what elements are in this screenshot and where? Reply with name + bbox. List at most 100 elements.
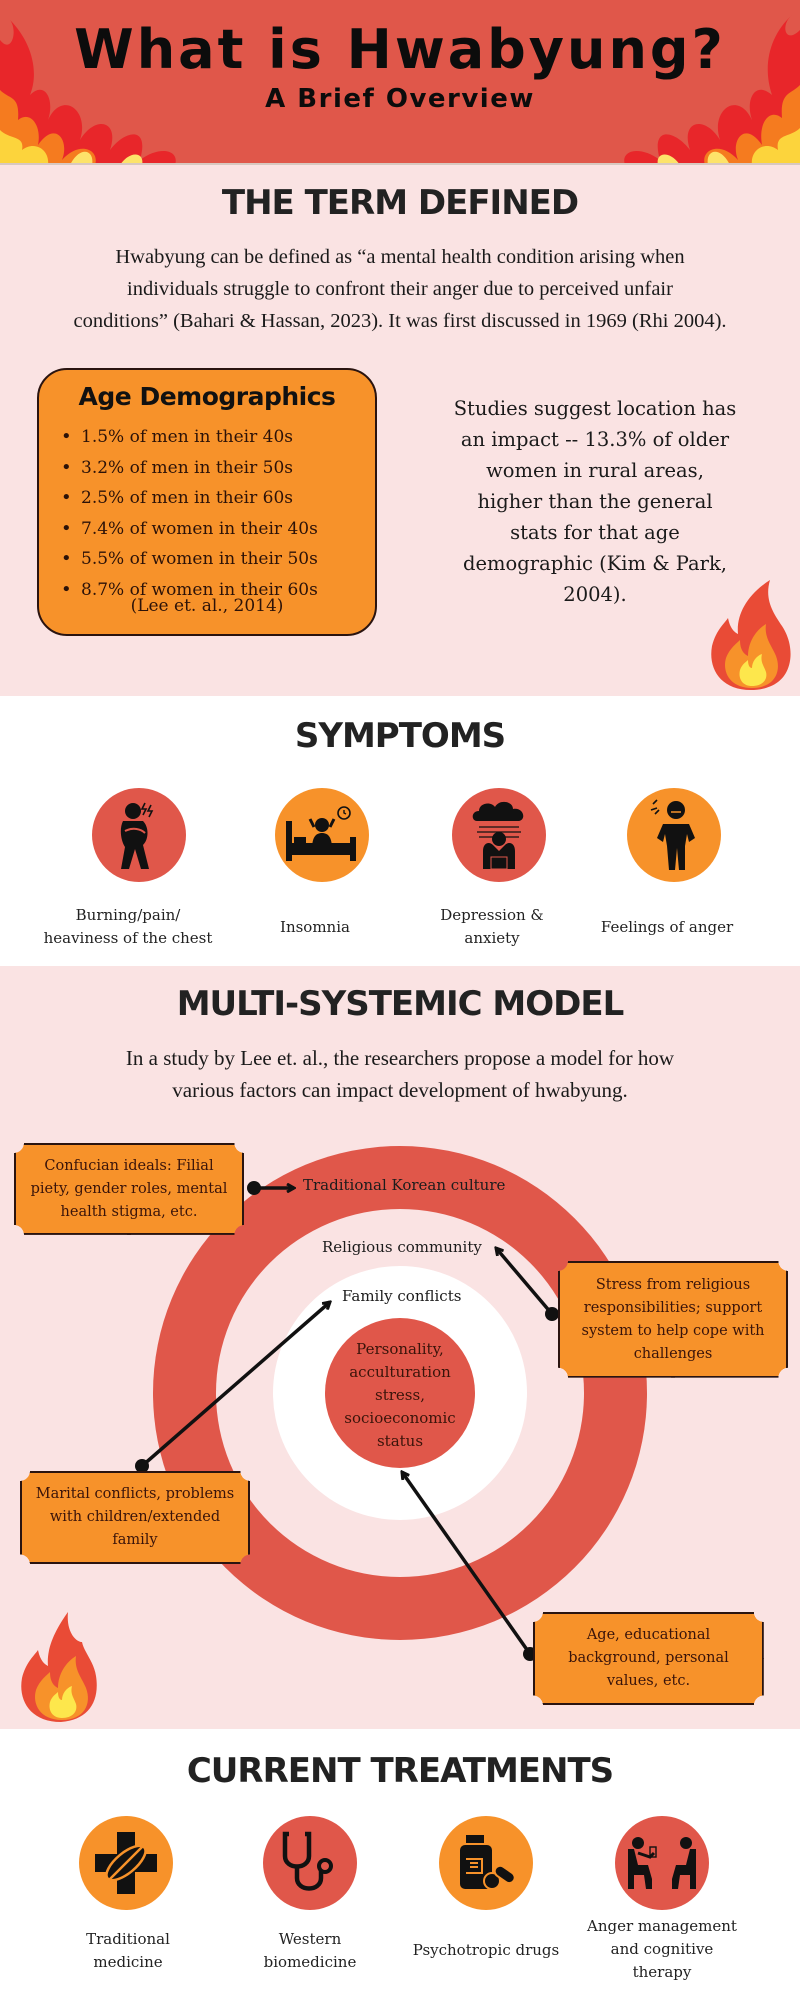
- definition-line: individuals struggle to confront their a…: [127, 278, 673, 300]
- core-line: stress,: [375, 1386, 425, 1404]
- callout-line: system to help cope with: [581, 1322, 765, 1339]
- target-diagram: [21, 1146, 647, 1722]
- depression-cloud-icon: [472, 801, 524, 870]
- callout-line: family: [112, 1532, 158, 1548]
- section-symptoms: SYMPTOMS Burning/pain/ heaviness of the …: [0, 696, 800, 966]
- location-line: Studies suggest location has: [453, 397, 737, 420]
- symptom-label: Feelings of anger: [567, 916, 767, 939]
- ring-label-middle: Religious community: [322, 1238, 482, 1256]
- list-item: 8.7% of women in their 60s: [61, 575, 361, 606]
- treatment-label-line: Western: [278, 1930, 342, 1948]
- symptom-label-line: heaviness of the chest: [43, 929, 213, 947]
- stethoscope-icon: [282, 1831, 333, 1891]
- symptom-label-line: Depression &: [440, 906, 544, 924]
- herbal-medicine-icon: [95, 1832, 157, 1894]
- age-demographics-list: 1.5% of men in their 40s 3.2% of men in …: [61, 422, 361, 605]
- chest-pain-icon: [120, 802, 154, 869]
- treatment-label: Traditional medicine: [28, 1928, 228, 1974]
- page-title: What is Hwabyung?: [74, 18, 726, 81]
- callout-individual: Age, educational background, personal va…: [533, 1612, 764, 1705]
- callout-culture: Confucian ideals: Filial piety, gender r…: [14, 1143, 244, 1235]
- arrow-religion: [496, 1248, 554, 1316]
- flames-right-icon: [624, 15, 800, 163]
- ring-label-outer: Traditional Korean culture: [303, 1176, 506, 1194]
- treatment-circle-therapy: [615, 1816, 709, 1910]
- section-title-model: MULTI-SYSTEMIC MODEL: [176, 984, 625, 1024]
- treatment-label: Psychotropic drugs: [386, 1939, 586, 1962]
- header-banner: What is Hwabyung? A Brief Overview: [0, 0, 800, 165]
- callout-line: challenges: [633, 1345, 713, 1362]
- arrow-origin-dot: [545, 1307, 559, 1321]
- page-subtitle: A Brief Overview: [265, 84, 535, 114]
- section-title-term: THE TERM DEFINED: [221, 183, 579, 223]
- treatment-circle-drugs: [439, 1816, 533, 1910]
- core-line: Personality,: [356, 1340, 444, 1358]
- list-item: 1.5% of men in their 40s: [61, 422, 361, 453]
- treatment-label-line: medicine: [93, 1953, 163, 1971]
- treatment-label-line: Traditional: [86, 1930, 170, 1948]
- ring-core-individual: [325, 1318, 475, 1468]
- definition-paragraph: Hwabyung can be defined as “a mental hea…: [0, 241, 800, 337]
- symptom-label-line: anxiety: [464, 929, 520, 947]
- arrow-origin-dot: [135, 1459, 149, 1473]
- core-line: socioeconomic: [344, 1409, 456, 1427]
- definition-line: conditions” (Bahari & Hassan, 2023). It …: [73, 310, 727, 332]
- arrow-family: [140, 1302, 330, 1468]
- symptom-label: Insomnia: [215, 916, 415, 939]
- ring-label-core: Personality, acculturation stress, socio…: [325, 1338, 475, 1453]
- flames-left-icon: [0, 20, 176, 163]
- fire-icon: [711, 580, 791, 690]
- treatment-label-line: Psychotropic drugs: [412, 1941, 560, 1959]
- callout-family: Marital conflicts, problems with childre…: [20, 1471, 250, 1564]
- treatment-label-line: and cognitive: [610, 1940, 714, 1958]
- pill-bottle-icon: [460, 1835, 516, 1890]
- list-item: 3.2% of men in their 50s: [61, 453, 361, 484]
- callout-line: Marital conflicts, problems: [35, 1486, 235, 1502]
- core-line: status: [376, 1432, 424, 1450]
- symptom-label-line: Feelings of anger: [600, 918, 734, 936]
- symptom-circle-insomnia: [275, 788, 369, 882]
- model-intro-line: In a study by Lee et. al., the researche…: [125, 1046, 675, 1070]
- callout-line: Age, educational: [586, 1627, 711, 1643]
- symptom-circle-depression: [452, 788, 546, 882]
- location-line: higher than the general: [477, 490, 713, 513]
- treatment-label: Anger management and cognitive therapy: [562, 1915, 762, 1984]
- core-line: acculturation: [349, 1363, 451, 1381]
- symptom-circle-chest: [92, 788, 186, 882]
- arrow-individual: [402, 1472, 532, 1656]
- location-line: an impact -- 13.3% of older: [460, 428, 730, 451]
- section-title-treatments: CURRENT TREATMENTS: [186, 1751, 614, 1791]
- angry-person-icon: [650, 799, 695, 870]
- therapy-session-icon: [628, 1837, 696, 1889]
- treatment-label-line: therapy: [632, 1963, 692, 1981]
- callout-religion: Stress from religious responsibilities; …: [558, 1261, 788, 1378]
- callout-line: with children/extended: [49, 1509, 221, 1525]
- callout-line: values, etc.: [606, 1673, 691, 1689]
- location-line: demographic (Kim & Park,: [463, 552, 727, 575]
- insomnia-icon: [286, 806, 356, 861]
- arrow-origin-dot: [247, 1181, 261, 1195]
- location-line: 2004).: [563, 583, 627, 606]
- symptom-label: Burning/pain/ heaviness of the chest: [28, 904, 228, 950]
- callout-line: health stigma, etc.: [60, 1203, 198, 1220]
- symptom-label-line: Burning/pain/: [75, 906, 181, 924]
- fire-icon: [21, 1612, 97, 1722]
- location-impact-text: Studies suggest location has an impact -…: [430, 393, 760, 610]
- section-current-treatments: CURRENT TREATMENTS Traditional medicine …: [0, 1729, 800, 2000]
- age-demographics-citation: (Lee et. al., 2014): [130, 596, 284, 616]
- callout-line: Stress from religious: [595, 1276, 751, 1293]
- model-intro-paragraph: In a study by Lee et. al., the researche…: [0, 1042, 800, 1106]
- callout-line: background, personal: [568, 1650, 729, 1666]
- treatment-circle-traditional: [79, 1816, 173, 1910]
- treatment-label: Western biomedicine: [210, 1928, 410, 1974]
- callout-line: Confucian ideals: Filial: [44, 1157, 214, 1174]
- definition-line: Hwabyung can be defined as “a mental hea…: [115, 246, 685, 268]
- list-item: 5.5% of women in their 50s: [61, 544, 361, 575]
- list-item: 7.4% of women in their 40s: [61, 514, 361, 545]
- list-item: 2.5% of men in their 60s: [61, 483, 361, 514]
- model-intro-line: various factors can impact development o…: [172, 1078, 628, 1102]
- callout-line: responsibilities; support: [583, 1299, 763, 1316]
- callout-line: piety, gender roles, mental: [30, 1180, 228, 1197]
- age-demographics-card: Age Demographics 1.5% of men in their 40…: [37, 368, 377, 636]
- age-demographics-title: Age Demographics: [78, 382, 336, 411]
